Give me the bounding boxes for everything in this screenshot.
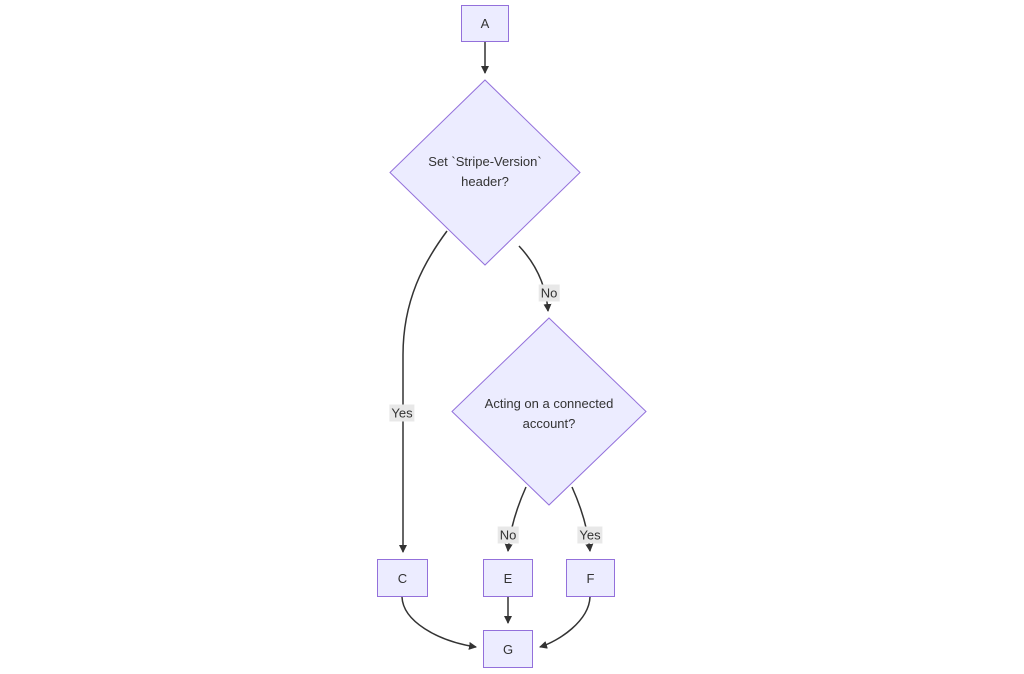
decision-stripe-version-label: Set `Stripe-Version` header?: [428, 154, 542, 189]
edge-decision2-no-to-e: [504, 486, 527, 552]
node-a-label: A: [480, 16, 490, 31]
node-e: E: [483, 559, 533, 597]
node-f-label: F: [586, 570, 595, 586]
node-c: C: [377, 559, 428, 597]
node-a: A: [461, 5, 509, 42]
node-e-label: E: [503, 570, 513, 586]
edge-label-d2-yes: Yes: [577, 526, 603, 544]
decision-connected-account-label: Acting on a connected account?: [484, 396, 614, 431]
edge-label-d1-yes: Yes: [389, 404, 415, 422]
edge-f-to-g: [539, 596, 591, 649]
edge-label-d1-no: No: [538, 284, 560, 302]
node-g: G: [483, 630, 533, 668]
edge-decision1-yes-to-c: [399, 230, 448, 553]
node-f: F: [566, 559, 615, 597]
node-c-label: C: [397, 570, 408, 586]
node-g-label: G: [502, 641, 514, 657]
decision-stripe-version-shape: [389, 79, 581, 266]
decision-connected-account-shape: [451, 317, 647, 506]
edge-c-to-g: [401, 596, 477, 650]
edge-label-d2-no: No: [497, 526, 519, 544]
edge-decision2-yes-to-f: [571, 486, 594, 552]
edge-decision1-no-to-decision2: [518, 245, 552, 312]
